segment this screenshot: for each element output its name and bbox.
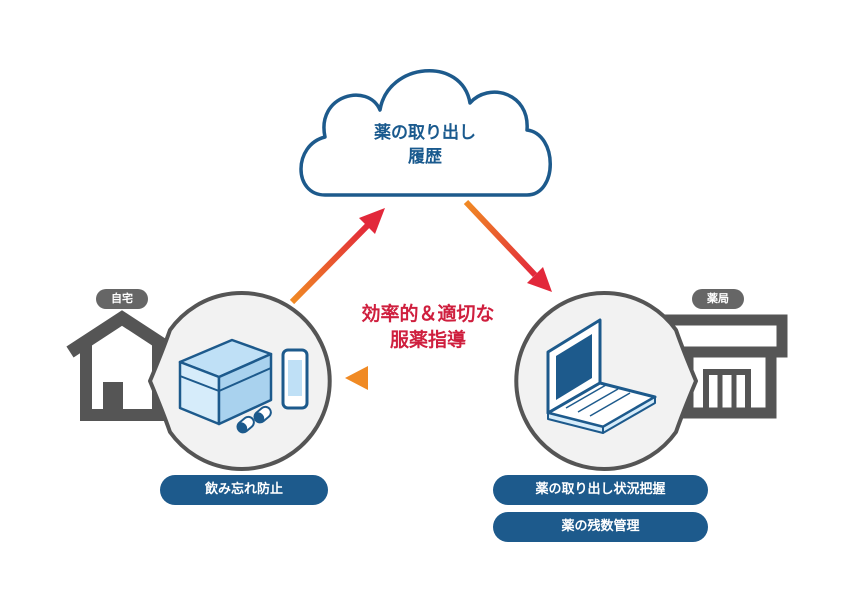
home-tag: 自宅 — [96, 289, 148, 309]
cloud-label-line2: 履歴 — [408, 147, 442, 167]
center-label-line2: 服薬指導 — [389, 329, 466, 351]
home-feature-badge: 飲み忘れ防止 — [160, 475, 328, 505]
pill-box-icon — [178, 338, 273, 426]
arrow-cloud-to-pharmacy — [463, 199, 552, 292]
pills-icon — [236, 405, 272, 434]
laptop-icon — [546, 318, 657, 434]
pharmacy-feature-badge-2: 薬の残数管理 — [493, 512, 708, 542]
arrow-home-to-cloud — [289, 208, 385, 305]
cloud-label-line1: 薬の取り出し — [374, 123, 476, 143]
pharmacy-device-bubble — [514, 291, 698, 471]
pharmacy-tag: 薬局 — [692, 289, 744, 309]
cloud-icon — [299, 69, 552, 197]
arrow-pharmacy-to-home — [345, 366, 508, 390]
smartphone-icon — [281, 348, 309, 410]
center-label-line1: 効率的＆適切な — [361, 303, 495, 325]
pharmacy-feature-badge-1: 薬の取り出し状況把握 — [493, 475, 708, 505]
